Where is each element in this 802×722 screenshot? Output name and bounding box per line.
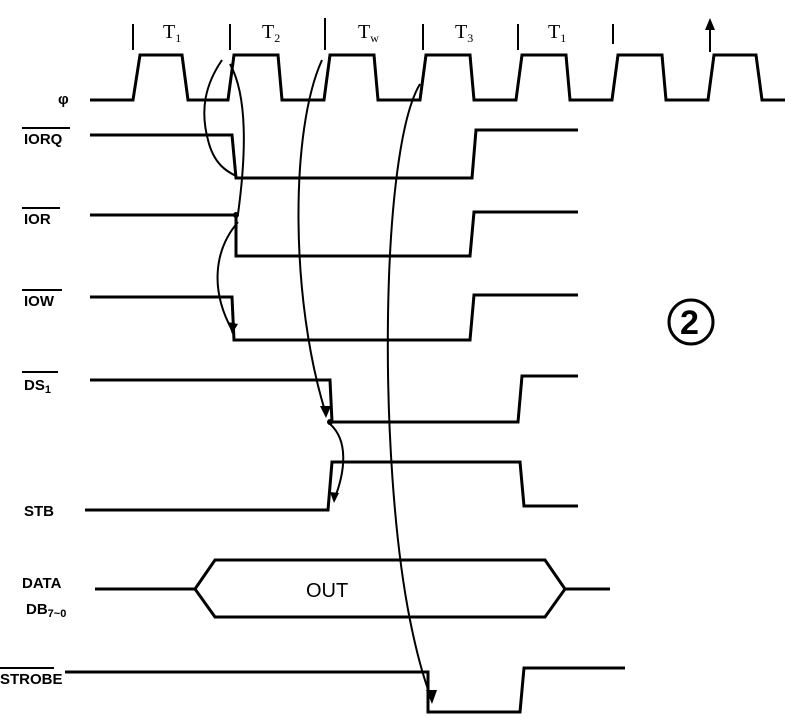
iorq-waveform [90, 128, 578, 180]
figure-marker-number: 2 [680, 304, 699, 342]
label-ds: DS1 [24, 377, 51, 396]
t-state-label-2: T2 [262, 21, 280, 45]
arrow-clock-to-ior [229, 63, 245, 215]
data-bus-shape [193, 558, 567, 619]
arrow-head-ds-icon [320, 406, 331, 418]
t-state-labels: T1 T2 Tw T3 T1 [163, 21, 566, 45]
figure-marker-circle [667, 298, 715, 346]
t-state-ticks [132, 18, 715, 52]
arrow-head-stb-icon [330, 492, 339, 503]
label-stb: STB [24, 503, 54, 520]
label-ior: IOR [24, 211, 51, 228]
arrow-head-strobe-icon [426, 690, 437, 704]
figure-marker: 2 [667, 298, 715, 346]
label-data: DATA [22, 575, 62, 592]
signal-labels: φ IORQ IOR IOW DS1 STB DATA DB7~0 STROBE [0, 91, 70, 688]
arrow-clock-to-iorq [203, 59, 237, 177]
arrow-clock-to-ds [297, 59, 327, 415]
ds-waveform [90, 374, 578, 424]
t-state-label-3: T3 [455, 21, 473, 45]
label-iorq: IORQ [24, 131, 63, 148]
iow-waveform [90, 293, 578, 342]
label-clock: φ [58, 91, 69, 108]
t-state-label-w: Tw [358, 21, 379, 45]
junction-dot-ior [233, 212, 239, 218]
arrow-head-iow-icon [228, 322, 238, 334]
causality-arrows [203, 59, 437, 704]
tick-arrow-icon [705, 18, 715, 30]
ior-waveform [90, 210, 578, 258]
data-bus-label: OUT [306, 580, 348, 602]
arrow-clock-to-strobe [386, 83, 433, 701]
strobe-waveform [65, 666, 625, 714]
clock-waveform [90, 53, 785, 102]
junction-dot-ds [327, 419, 333, 425]
label-strobe: STROBE [0, 671, 63, 688]
data-bus: OUT [95, 558, 610, 619]
stb-waveform [85, 460, 578, 512]
t-state-label-1: T1 [163, 21, 181, 45]
arrow-ior-to-iow [216, 221, 239, 331]
arrow-ds-to-stb [329, 423, 345, 501]
label-db: DB7~0 [26, 601, 66, 620]
label-iow: IOW [24, 293, 55, 310]
t-state-label-1b: T1 [548, 21, 566, 45]
